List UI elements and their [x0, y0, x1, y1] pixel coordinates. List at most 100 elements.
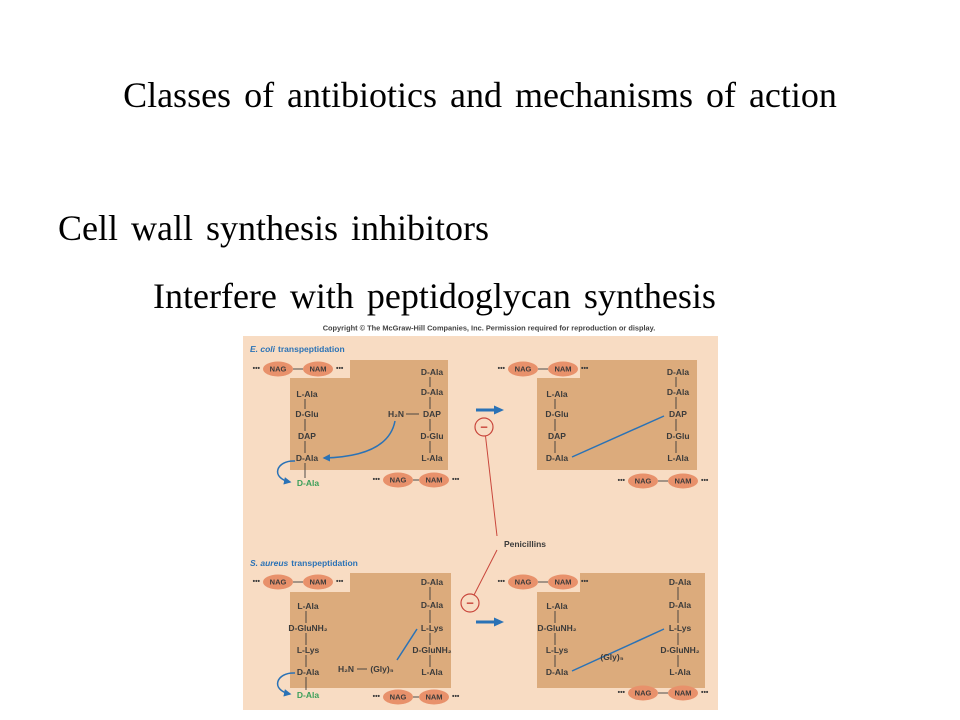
nag-sugar: [383, 472, 413, 488]
nam-label: NAM: [554, 578, 571, 587]
right-chain-residue: L-Ala: [667, 453, 689, 463]
amino-group-label: H₂N: [338, 664, 354, 674]
glycan-chain-dots: •••: [581, 366, 589, 373]
glycan-chain-dots: •••: [373, 694, 381, 701]
glycan-chain-dots: •••: [452, 477, 460, 484]
glycan-chain-dots: •••: [498, 366, 506, 373]
left-chain-residue: DAP: [298, 431, 316, 441]
release-arrow: [277, 460, 296, 485]
process-name: transpeptidation: [278, 344, 345, 354]
nam-sugar: [303, 574, 333, 590]
glycan-chain-dots: •••: [498, 579, 506, 586]
organism-name: S. aureus: [250, 558, 289, 568]
nag-sugar: [628, 685, 658, 701]
glycan-chain-dots: •••: [373, 477, 381, 484]
minus-icon: −: [466, 596, 474, 611]
left-chain-residue: L-Ala: [297, 601, 319, 611]
left-chain-residue: L-Lys: [546, 645, 569, 655]
released-d-ala-label: D-Ala: [297, 690, 319, 700]
right-chain-residue: D-Ala: [669, 577, 691, 587]
left-chain-residue: D-GluNH₂: [288, 623, 327, 633]
peptide-region-box: [537, 573, 705, 688]
right-chain-residue: D-Ala: [421, 387, 443, 397]
nam-label: NAM: [674, 689, 691, 698]
peptide-region-box: [290, 573, 451, 688]
nag-label: NAG: [635, 689, 652, 698]
figure-canvas: Copyright © The McGraw-Hill Companies, I…: [243, 324, 718, 710]
left-chain-residue: L-Lys: [297, 645, 320, 655]
nam-sugar: [668, 685, 698, 701]
slide-title: Classes of antibiotics and mechanisms of…: [123, 75, 837, 115]
nam-label: NAM: [425, 476, 442, 485]
nam-sugar: [419, 689, 449, 705]
glycan-chain-dots: •••: [618, 478, 626, 485]
nam-label: NAM: [309, 578, 326, 587]
crosslink-bond: [571, 628, 665, 672]
right-chain-residue: DAP: [669, 409, 687, 419]
peptide-region-box: [290, 360, 448, 470]
nag-label: NAG: [270, 365, 287, 374]
right-chain-residue: L-Lys: [421, 623, 444, 633]
left-chain-residue: D-Ala: [546, 667, 568, 677]
inhibition-marker-bottom: −: [460, 593, 480, 613]
slide-subheading: Interfere with peptidoglycan synthesis: [153, 276, 716, 316]
left-chain-residue: L-Ala: [546, 389, 568, 399]
nam-sugar: [548, 361, 578, 377]
transpeptidation-figure: Copyright © The McGraw-Hill Companies, I…: [242, 318, 720, 712]
right-chain-residue: DAP: [423, 409, 441, 419]
inhibition-marker-top: −: [474, 417, 494, 437]
left-chain-residue: L-Ala: [296, 389, 318, 399]
nag-label: NAG: [390, 693, 407, 702]
left-chain-residue: D-GluNH₂: [537, 623, 576, 633]
right-chain-residue: D-GluNH₂: [660, 645, 699, 655]
right-chain-residue: D-Ala: [667, 367, 689, 377]
glycan-chain-dots: •••: [253, 366, 261, 373]
nag-label: NAG: [515, 578, 532, 587]
right-chain-residue: D-Glu: [666, 431, 689, 441]
nam-sugar: [548, 574, 578, 590]
crosslink-bond: [396, 628, 418, 661]
left-chain-residue: D-Ala: [297, 667, 319, 677]
glycan-chain-dots: •••: [336, 579, 344, 586]
left-chain-residue: D-Ala: [546, 453, 568, 463]
glycan-chain-dots: •••: [618, 690, 626, 697]
glycan-chain-dots: •••: [452, 694, 460, 701]
amino-group-label: H₂N: [388, 409, 404, 419]
nam-sugar: [668, 473, 698, 489]
nam-sugar: [419, 472, 449, 488]
right-chain-residue: D-Glu: [420, 431, 443, 441]
right-chain-residue: D-Ala: [667, 387, 689, 397]
inhibition-circle: [474, 417, 494, 437]
pentaglycine-bridge-label: (Gly)₅: [600, 652, 623, 662]
nag-sugar: [628, 473, 658, 489]
glycan-chain-dots: •••: [701, 690, 709, 697]
transpeptidation-arrow-bottom: [476, 617, 504, 627]
nag-label: NAG: [635, 477, 652, 486]
nag-label: NAG: [270, 578, 287, 587]
right-chain-residue: D-Ala: [421, 577, 443, 587]
right-chain-residue: D-GluNH₂: [412, 645, 451, 655]
left-chain-residue: D-Glu: [295, 409, 318, 419]
right-chain-residue: L-Ala: [421, 667, 443, 677]
nam-label: NAM: [425, 693, 442, 702]
nucleophilic-attack-arrow: [322, 420, 396, 462]
glycan-chain-dots: •••: [253, 579, 261, 586]
left-chain-residue: DAP: [548, 431, 566, 441]
right-chain-residue: D-Ala: [669, 600, 691, 610]
peptide-region-box: [537, 360, 697, 470]
penicillin-inhibition-line-bottom: [473, 549, 498, 596]
nag-sugar: [508, 361, 538, 377]
copyright-notice: Copyright © The McGraw-Hill Companies, I…: [323, 324, 656, 333]
crosslink-bond: [571, 415, 665, 458]
glycan-chain-dots: •••: [581, 579, 589, 586]
nag-sugar: [263, 361, 293, 377]
nam-label: NAM: [554, 365, 571, 374]
left-chain-residue: D-Ala: [296, 453, 318, 463]
nam-sugar: [303, 361, 333, 377]
glycan-chain-dots: •••: [701, 478, 709, 485]
inhibition-circle: [460, 593, 480, 613]
